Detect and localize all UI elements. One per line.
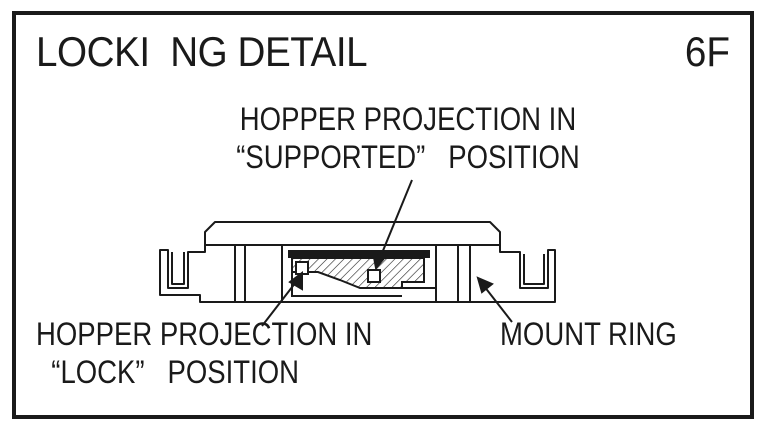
- supported-projection-block: [367, 269, 381, 283]
- diagram-frame: [12, 11, 754, 419]
- right-cup: [523, 254, 545, 285]
- hopper-projection-assembly: [288, 250, 436, 297]
- label-supported-position: HOPPER PROJECTION IN “SUPPORTED” POSITIO…: [236, 101, 580, 175]
- arrow-supported: [371, 250, 388, 271]
- leader-supported: [379, 179, 413, 259]
- arrow-lock: [288, 271, 303, 291]
- left-cup: [171, 252, 185, 285]
- figure-number: 6F: [684, 28, 730, 75]
- leader-lock: [261, 281, 297, 327]
- arrow-mount-ring: [476, 276, 494, 294]
- label-mount-ring: MOUNT RING: [500, 316, 677, 352]
- mount-ring-outline: [159, 221, 556, 303]
- diagram-title: LOCKI NG DETAIL: [36, 28, 368, 75]
- leader-mount-ring: [483, 285, 513, 323]
- label-lock-position: HOPPER PROJECTION IN “LOCK” POSITION: [36, 316, 373, 390]
